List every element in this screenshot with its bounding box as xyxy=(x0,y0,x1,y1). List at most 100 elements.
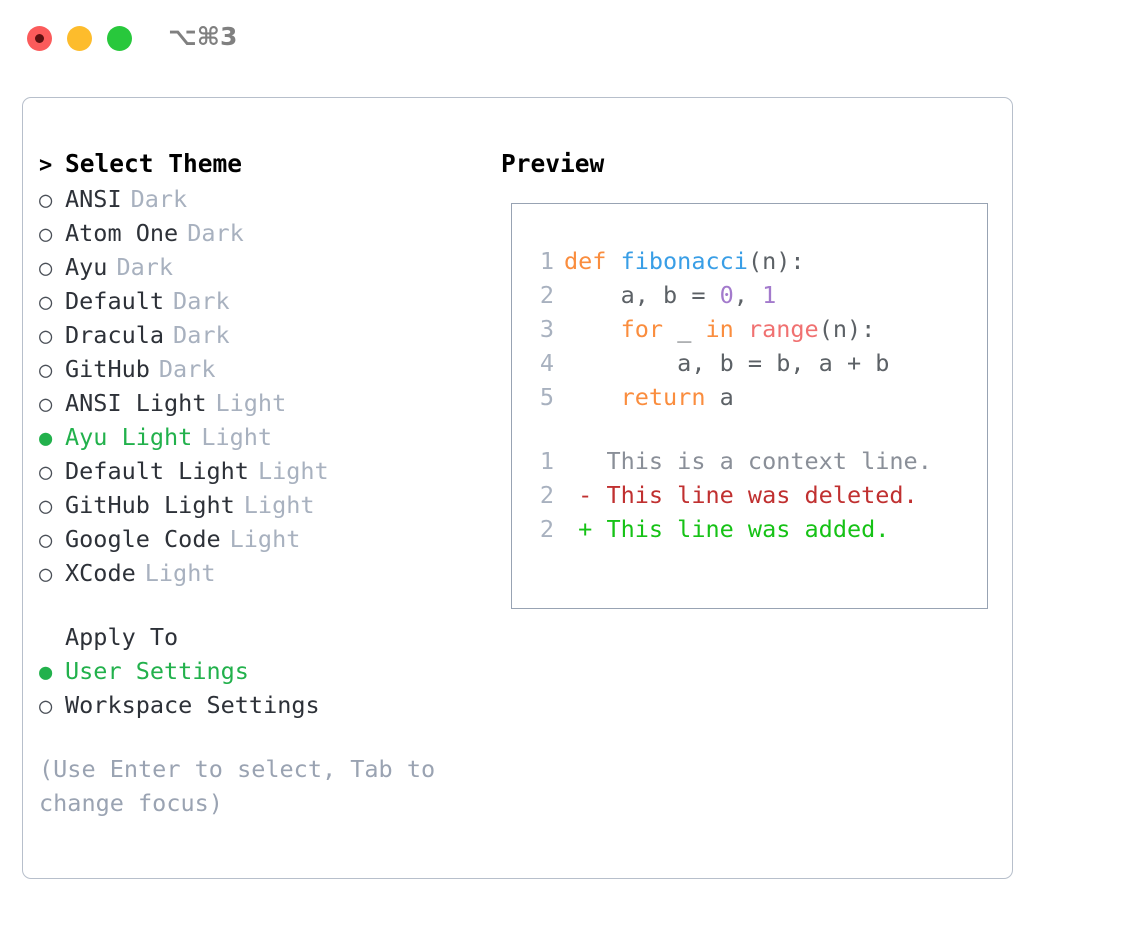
code-token: 0 xyxy=(719,281,734,309)
radio-unselected-icon[interactable]: ○ xyxy=(39,528,53,553)
theme-option-label: Default xyxy=(65,287,165,315)
code-token: + This line was added. xyxy=(564,515,890,543)
theme-option-row[interactable]: ○ GitHub Dark xyxy=(39,352,479,386)
radio-unselected-icon[interactable]: ○ xyxy=(39,222,53,247)
theme-option-label: Atom One xyxy=(65,219,179,247)
minimize-button[interactable] xyxy=(67,26,92,51)
code-token: (n): xyxy=(818,315,876,343)
radio-unselected-icon[interactable]: ○ xyxy=(39,358,53,383)
theme-option-label: Ayu xyxy=(65,253,108,281)
line-number: 2 xyxy=(539,515,554,543)
code-line: 3 for _ in range(n): xyxy=(526,312,932,346)
hint-line-1: (Use Enter to select, Tab to xyxy=(39,755,436,783)
code-token: in xyxy=(705,315,734,343)
prompt-caret-icon: > xyxy=(39,153,53,178)
line-number: 3 xyxy=(539,315,554,343)
radio-unselected-icon[interactable]: ○ xyxy=(39,188,53,213)
radio-selected-icon[interactable]: ● xyxy=(39,426,53,451)
apply-to-title: Apply To xyxy=(65,623,179,651)
theme-option-row[interactable]: ○ Ayu Dark xyxy=(39,250,479,284)
radio-unselected-icon[interactable]: ○ xyxy=(39,494,53,519)
code-token: - This line was deleted. xyxy=(564,481,918,509)
line-number: 1 xyxy=(539,247,554,275)
code-token: 1 xyxy=(762,281,777,309)
line-number: 1 xyxy=(539,447,554,475)
code-token: a xyxy=(705,383,734,411)
code-token: , xyxy=(733,281,763,309)
theme-variant-tag: Light xyxy=(144,559,216,587)
code-token: for xyxy=(620,315,664,343)
theme-variant-tag: Dark xyxy=(173,287,230,315)
theme-option-label: XCode xyxy=(65,559,136,587)
apply-to-option-row[interactable]: ○ Workspace Settings xyxy=(39,688,479,722)
line-number: 2 xyxy=(539,481,554,509)
hint-line-2: change focus) xyxy=(39,789,223,817)
theme-option-row[interactable]: ○ Atom One Dark xyxy=(39,216,479,250)
keyboard-hint: (Use Enter to select, Tab to change focu… xyxy=(39,752,459,820)
code-token: return xyxy=(620,383,706,411)
theme-option-label: ANSI Light xyxy=(65,389,207,417)
diff-sample: 1 This is a context line.2 - This line w… xyxy=(526,444,932,546)
theme-variant-tag: Dark xyxy=(116,253,174,281)
diff-line: 1 This is a context line. xyxy=(526,444,932,478)
line-number: 5 xyxy=(539,383,554,411)
radio-unselected-icon[interactable]: ○ xyxy=(39,290,53,315)
maximize-button[interactable] xyxy=(107,26,132,51)
code-line: 2 a, b = 0, 1 xyxy=(526,278,932,312)
theme-option-label: GitHub xyxy=(65,355,150,383)
diff-line: 2 - This line was deleted. xyxy=(526,478,932,512)
theme-option-row[interactable]: ○ Dracula Dark xyxy=(39,318,479,352)
code-token: This is a context line. xyxy=(564,447,932,475)
blank-marker-icon: ○ xyxy=(39,622,65,656)
code-token: (n): xyxy=(747,247,805,275)
radio-unselected-icon[interactable]: ○ xyxy=(39,694,53,719)
theme-option-row[interactable]: ○ ANSI Dark xyxy=(39,182,479,216)
theme-variant-tag: Dark xyxy=(130,185,188,213)
apply-to-header: ○Apply To xyxy=(39,620,479,654)
select-theme-header: >Select Theme xyxy=(39,146,479,182)
theme-option-row[interactable]: ○ Default Light Light xyxy=(39,454,479,488)
code-line: 5 return a xyxy=(526,380,932,414)
code-token: a, b = xyxy=(564,281,720,309)
radio-selected-icon[interactable]: ● xyxy=(39,660,53,685)
diff-line: 2 + This line was added. xyxy=(526,512,932,546)
theme-variant-tag: Light xyxy=(215,389,287,417)
code-token: def xyxy=(564,247,621,275)
theme-option-label: Default Light xyxy=(65,457,249,485)
apply-to-list: ●User Settings ○ Workspace Settings xyxy=(39,654,479,722)
section-spacer xyxy=(39,590,479,620)
theme-option-row[interactable]: ○ Default Dark xyxy=(39,284,479,318)
apply-to-option-row[interactable]: ●User Settings xyxy=(39,654,479,688)
radio-unselected-icon[interactable]: ○ xyxy=(39,256,53,281)
radio-unselected-icon[interactable]: ○ xyxy=(39,460,53,485)
theme-option-label: Dracula xyxy=(65,321,165,349)
radio-unselected-icon[interactable]: ○ xyxy=(39,324,53,349)
code-token: a, b = b, a + b xyxy=(564,349,890,377)
theme-variant-tag: Dark xyxy=(187,219,244,247)
theme-option-row[interactable]: ○ XCode Light xyxy=(39,556,479,590)
theme-option-label: Ayu Light xyxy=(65,423,193,451)
close-button[interactable] xyxy=(27,26,52,51)
theme-option-row[interactable]: ○ ANSI Light Light xyxy=(39,386,479,420)
radio-unselected-icon[interactable]: ○ xyxy=(39,562,53,587)
shortcut-label: ⌥⌘3 xyxy=(168,22,238,51)
code-token: range xyxy=(747,315,819,343)
theme-variant-tag: Dark xyxy=(173,321,230,349)
apply-to-option-label: Workspace Settings xyxy=(65,691,320,719)
theme-option-label: ANSI xyxy=(65,185,122,213)
line-number: 4 xyxy=(539,349,554,377)
radio-unselected-icon[interactable]: ○ xyxy=(39,392,53,417)
theme-variant-tag: Light xyxy=(257,457,329,485)
theme-variant-tag: Dark xyxy=(158,355,216,383)
code-diff-spacer xyxy=(526,414,932,444)
